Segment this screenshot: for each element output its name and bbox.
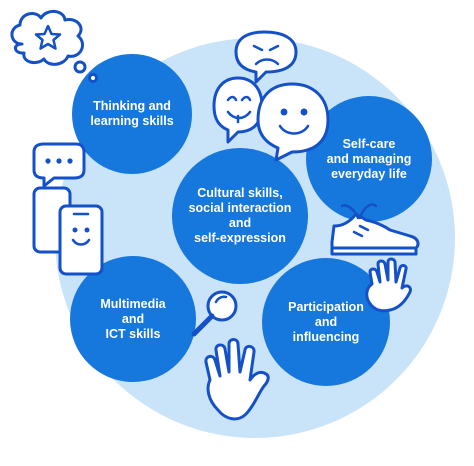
skill-label-self-care: Self-care and managing everyday life (326, 136, 412, 181)
magnifying-glass-icon (191, 290, 238, 337)
skill-circle-cultural: Cultural skills, social interaction and … (172, 148, 308, 284)
skill-label-participation: Participation and influencing (288, 299, 364, 344)
skill-label-multimedia: Multimedia and ICT skills (100, 296, 166, 341)
sneaker-icon (330, 203, 420, 256)
skill-label-cultural: Cultural skills, social interaction and … (188, 186, 292, 245)
thought-cloud-star-icon (10, 10, 98, 83)
speech-bubbles-faces-icon (212, 30, 330, 162)
skill-circle-multimedia: Multimedia and ICT skills (70, 256, 196, 382)
phones-chat-icon (32, 142, 104, 276)
waving-hand-icon (365, 257, 412, 313)
skill-circle-participation: Participation and influencing (262, 258, 390, 386)
raised-hand-icon (204, 338, 270, 421)
skill-label-thinking: Thinking and learning skills (90, 99, 174, 128)
